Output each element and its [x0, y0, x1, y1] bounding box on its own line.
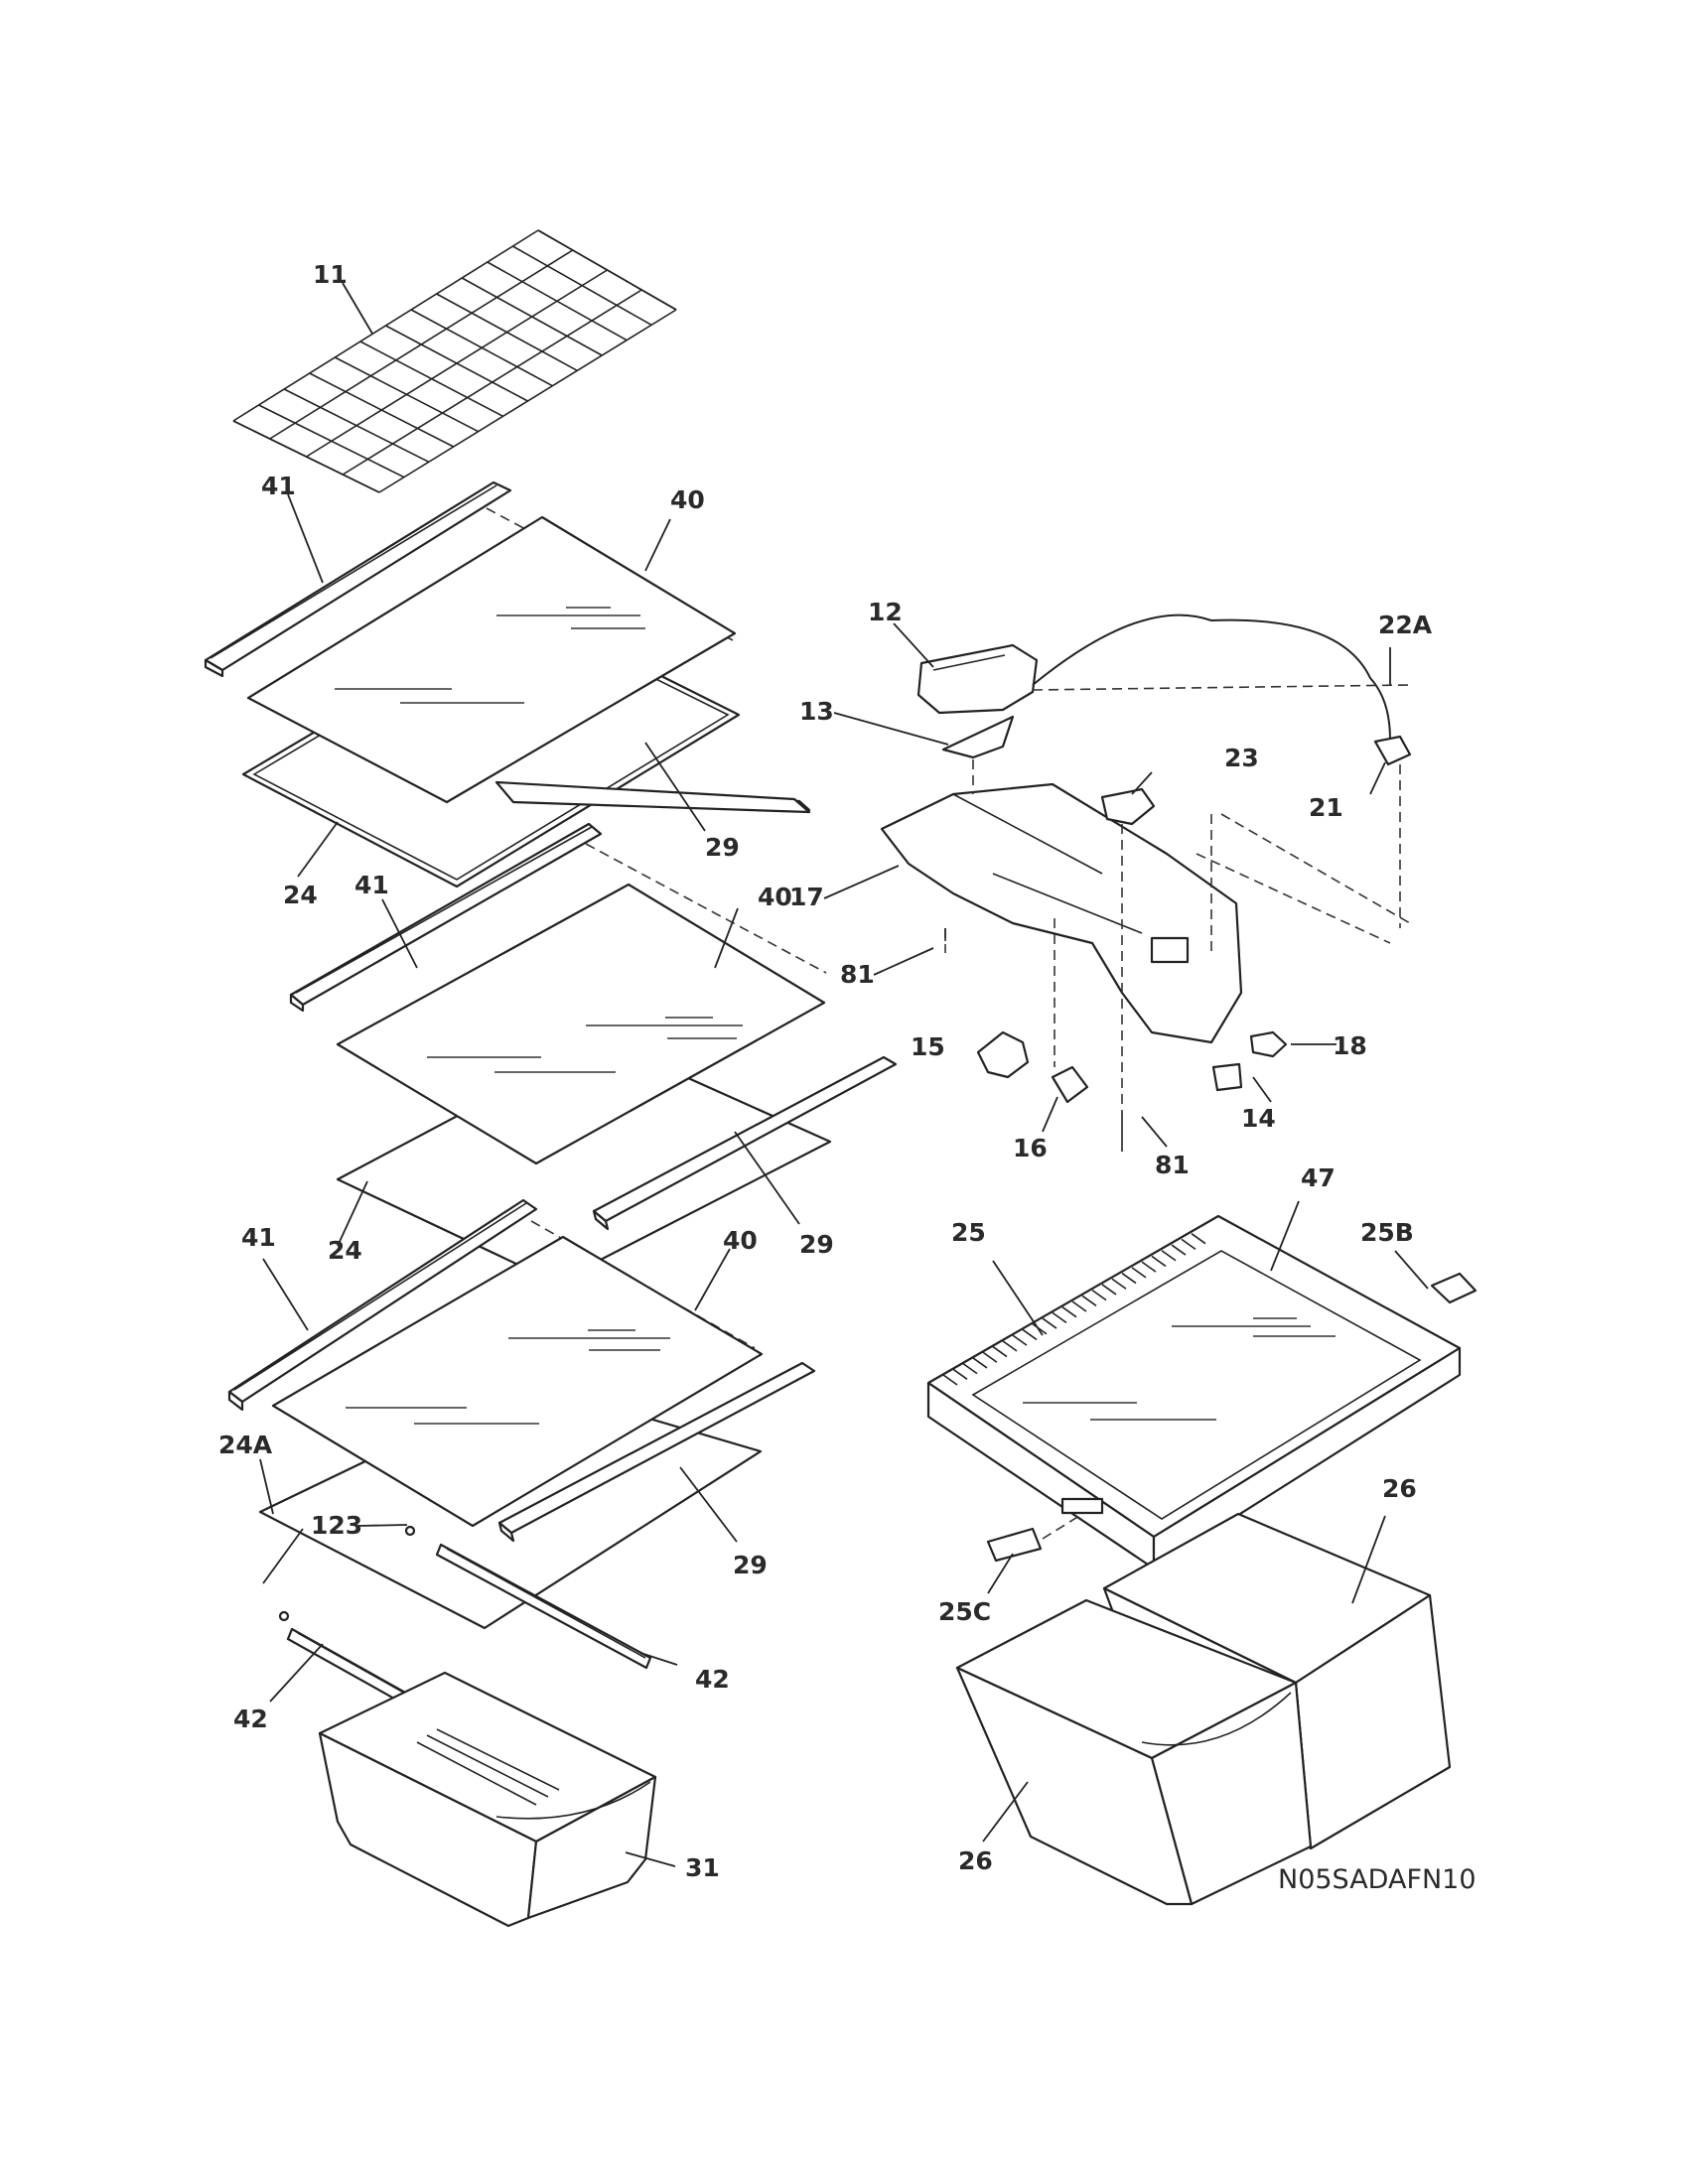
callout-17: 17	[789, 883, 824, 911]
vent-slot	[982, 1351, 998, 1363]
vent-slot	[942, 1374, 958, 1386]
callout-81-right: 81	[1155, 1151, 1190, 1179]
callout-41-middle: 41	[354, 871, 389, 899]
callout-labels: 11 41 40 29 24 41 40 29 41 24 40 29 24A …	[218, 260, 1477, 1895]
vent-slot	[1091, 1289, 1107, 1301]
vent-slot	[972, 1357, 988, 1369]
vent-slot	[1171, 1244, 1187, 1256]
callout-24A: 24A	[218, 1431, 273, 1459]
crisper-cover	[926, 1214, 1477, 1570]
vent-slot	[992, 1345, 1008, 1358]
callout-14: 14	[1241, 1104, 1276, 1133]
vent-slot	[1131, 1267, 1147, 1279]
clip-25C	[986, 1527, 1043, 1563]
callout-15: 15	[911, 1032, 945, 1061]
control-housing	[880, 614, 1412, 1152]
callout-42-right: 42	[695, 1665, 730, 1694]
cover-glass-47	[971, 1250, 1422, 1520]
callout-25B: 25B	[1360, 1218, 1414, 1247]
glass-shelf-middle	[336, 883, 826, 1165]
callout-47: 47	[1301, 1163, 1336, 1192]
drawing-code: N05SADAFN10	[1278, 1864, 1477, 1895]
crisper-drawers	[955, 1512, 1452, 1906]
callout-29-lower: 29	[733, 1551, 768, 1579]
knob-18	[1249, 1030, 1288, 1058]
vent-slot	[1061, 1306, 1077, 1318]
leader-lines	[259, 282, 1429, 1867]
callout-18: 18	[1333, 1031, 1367, 1060]
cover-frame-25	[926, 1214, 1462, 1539]
callout-26-left: 26	[958, 1846, 993, 1875]
callout-81-left: 81	[840, 960, 875, 989]
housing-17	[880, 782, 1243, 1044]
callout-42-left: 42	[233, 1705, 268, 1733]
callout-29-upper: 29	[705, 833, 740, 862]
callout-23: 23	[1224, 744, 1259, 772]
dial-knob-12	[916, 643, 1039, 715]
callout-40-middle: 40	[758, 883, 792, 911]
callout-21: 21	[1309, 793, 1343, 822]
vent-slot	[1121, 1272, 1137, 1285]
socket-16	[1051, 1065, 1089, 1104]
clip-25B	[1430, 1272, 1477, 1304]
vent-slot	[952, 1368, 968, 1380]
glass-shelf-upper	[246, 515, 737, 804]
vent-slot	[962, 1362, 978, 1375]
vent-slot	[1111, 1278, 1127, 1290]
callout-40-lower: 40	[723, 1226, 758, 1255]
callout-123: 123	[311, 1511, 362, 1540]
callout-16: 16	[1013, 1134, 1048, 1162]
callout-13: 13	[799, 697, 834, 726]
vent-slot	[1141, 1261, 1157, 1273]
callout-25: 25	[951, 1218, 986, 1247]
callout-41-upper: 41	[261, 472, 296, 500]
shelf-set-lower	[227, 1198, 816, 1630]
damper-13	[941, 715, 1015, 759]
vent-slot	[1151, 1255, 1167, 1268]
vent-slot	[1161, 1250, 1177, 1262]
sensor-21	[1373, 735, 1412, 766]
callout-24-middle: 24	[328, 1236, 362, 1265]
callout-26-right: 26	[1382, 1474, 1417, 1503]
shelf-set-upper	[204, 480, 811, 888]
callout-11: 11	[313, 260, 348, 289]
callout-31: 31	[685, 1853, 720, 1882]
wire-shelf	[232, 229, 677, 493]
vent-slot	[1081, 1295, 1097, 1306]
callout-40-upper: 40	[670, 485, 705, 514]
vent-slot	[1191, 1233, 1206, 1245]
vent-slot	[1012, 1334, 1028, 1346]
switch-14	[1211, 1062, 1243, 1092]
vent-slot	[1071, 1300, 1087, 1312]
callout-41-lower: 41	[241, 1223, 276, 1252]
callout-29-middle: 29	[799, 1230, 834, 1259]
callout-25C: 25C	[938, 1597, 991, 1626]
callout-12: 12	[868, 598, 903, 626]
wire-rail	[269, 249, 574, 440]
vent-slot	[1032, 1323, 1048, 1335]
bulb-15	[976, 1030, 1030, 1079]
vent-slot	[1101, 1284, 1117, 1296]
shelf-set-middle	[289, 822, 898, 1285]
callout-24-upper: 24	[283, 881, 318, 909]
glass-shelf-lower	[271, 1235, 764, 1528]
vent-slot	[1002, 1340, 1018, 1352]
vent-slot	[1052, 1311, 1067, 1324]
thermostat-23	[1100, 787, 1156, 826]
vent-slot	[1022, 1328, 1038, 1341]
vent-slot	[1181, 1238, 1196, 1251]
wire-rail	[342, 289, 642, 476]
vent-slot	[1042, 1317, 1057, 1329]
pan-drawer	[318, 1671, 657, 1928]
callout-22A: 22A	[1378, 611, 1433, 639]
wire-rail	[306, 269, 608, 458]
